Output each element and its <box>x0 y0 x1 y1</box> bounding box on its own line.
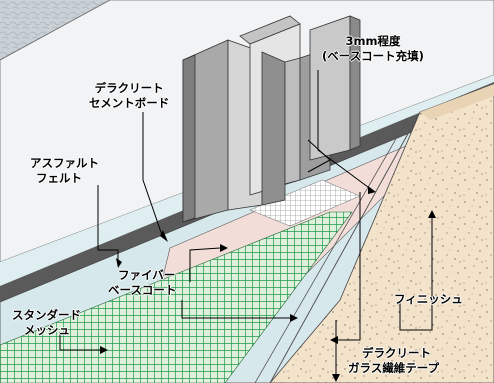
label-asphalt-felt: アスファルト フェルト <box>30 156 99 185</box>
standard-mesh-area <box>0 211 353 383</box>
label-glass-fiber-tape: デラクリート ガラス繊維テープ <box>348 346 440 375</box>
label-standard-mesh: スタンダード メッシュ <box>12 308 81 337</box>
label-thickness: 3mm程度 (ベースコート充填) <box>322 34 424 63</box>
finish-coat-area <box>269 83 494 383</box>
label-finish: フィニッシュ <box>394 292 463 306</box>
label-fiber-base-coat: ファイバー ベースコート <box>108 268 177 297</box>
leader-lines <box>59 70 433 378</box>
steel-stud-frame <box>182 15 361 223</box>
label-cement-board: デラクリート セメントボード <box>89 81 170 110</box>
leader-arrows <box>100 186 436 382</box>
